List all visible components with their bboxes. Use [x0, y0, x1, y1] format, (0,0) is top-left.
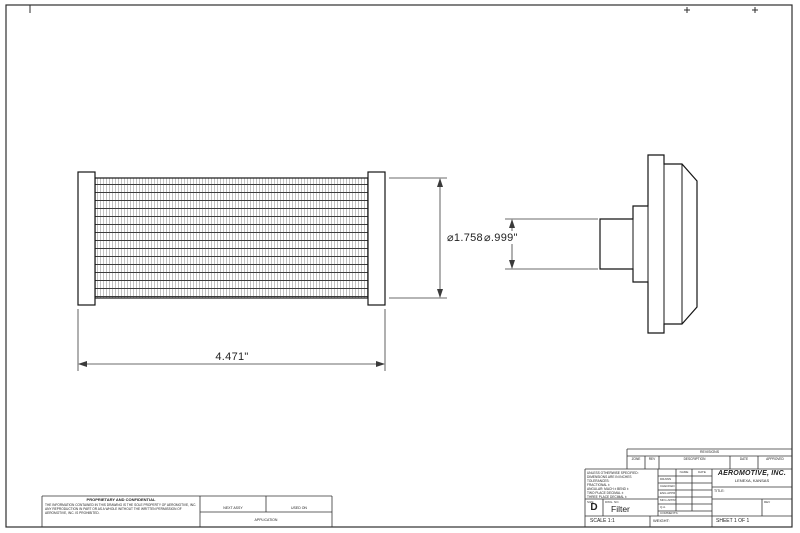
approval-row-qa: Q.A.: [660, 505, 667, 509]
dwg-no-label: DWG. NO.: [605, 499, 620, 504]
sheet-text: SHEET 1 OF 1: [716, 518, 750, 524]
title-block-grid: [41, 448, 792, 527]
scale-text: SCALE 1:1: [590, 518, 615, 524]
housing-edge-lines: [632, 164, 683, 324]
element-end-cap-left: [77, 171, 96, 306]
approval-row-mfg-appr: MFG APPR.: [660, 498, 677, 502]
tolerance-note: TWO PLACE DECIMAL ±: [587, 490, 624, 495]
dimension-overall-length: 4.471": [203, 351, 261, 363]
sheet-border: [5, 4, 793, 528]
rev-col-rev: REV: [648, 457, 656, 461]
approval-row-drawn: DRAWN: [660, 477, 672, 481]
size-label: SIZE: [587, 499, 594, 504]
application-label: APPLICATION: [254, 517, 278, 522]
tolerance-note: ANGULAR: MACH ± BEND ±: [587, 486, 629, 491]
registration-marks: [29, 5, 758, 13]
pleated-element-body: [94, 177, 369, 299]
dimension-arrowheads: [78, 178, 515, 367]
rev-col-approved: APPROVED: [766, 457, 784, 461]
tolerance-note: UNLESS OTHERWISE SPECIFIED:: [587, 470, 639, 475]
tolerance-notes: UNLESS OTHERWISE SPECIFIED: DIMENSIONS A…: [587, 471, 657, 499]
company-location: LENEXA, KANSAS: [734, 478, 770, 483]
tolerance-note: FRACTIONAL ±: [587, 482, 610, 487]
dimension-element-diameter: ⌀1.758": [446, 231, 489, 244]
element-end-cap-right: [367, 171, 386, 306]
rev-col-date: DATE: [739, 457, 749, 461]
tolerance-note: THREE PLACE DECIMAL ±: [587, 494, 627, 499]
dimension-port-diameter: ⌀.999": [483, 231, 519, 244]
approval-row-comments: COMMENTS:: [660, 511, 679, 515]
next-assy-label: NEXT ASSY: [223, 505, 243, 510]
rev-col-description: DESCRIPTION: [683, 457, 706, 461]
filter-element-view: [77, 171, 386, 306]
weight-label: WEIGHT:: [653, 517, 670, 523]
tolerance-note: TOLERANCES:: [587, 478, 610, 483]
tolerance-note: DIMENSIONS ARE IN INCHES: [587, 474, 632, 479]
approval-row-eng-appr: ENG APPR.: [660, 491, 677, 495]
drawing-size: D: [590, 502, 598, 513]
proprietary-body: THE INFORMATION CONTAINED IN THIS DRAWIN…: [45, 503, 197, 515]
date-column-header: DATE: [698, 470, 706, 474]
approval-row-checked: CHECKED: [660, 484, 675, 488]
revisions-header: REVISIONS: [699, 449, 720, 454]
drawing-title: Filter: [611, 503, 630, 514]
dimension-lines: [77, 177, 598, 371]
company-name: AEROMOTIVE, INC.: [717, 470, 787, 477]
proprietary-heading: PROPRIETARY AND CONFIDENTIAL: [86, 496, 156, 502]
name-column-header: NAME: [679, 470, 689, 474]
used-on-label: USED ON: [291, 505, 307, 510]
housing-end-view: [599, 154, 698, 334]
rev-label: REV: [764, 499, 771, 504]
title-label: TITLE:: [714, 488, 725, 493]
rev-col-zone: ZONE: [631, 457, 641, 461]
